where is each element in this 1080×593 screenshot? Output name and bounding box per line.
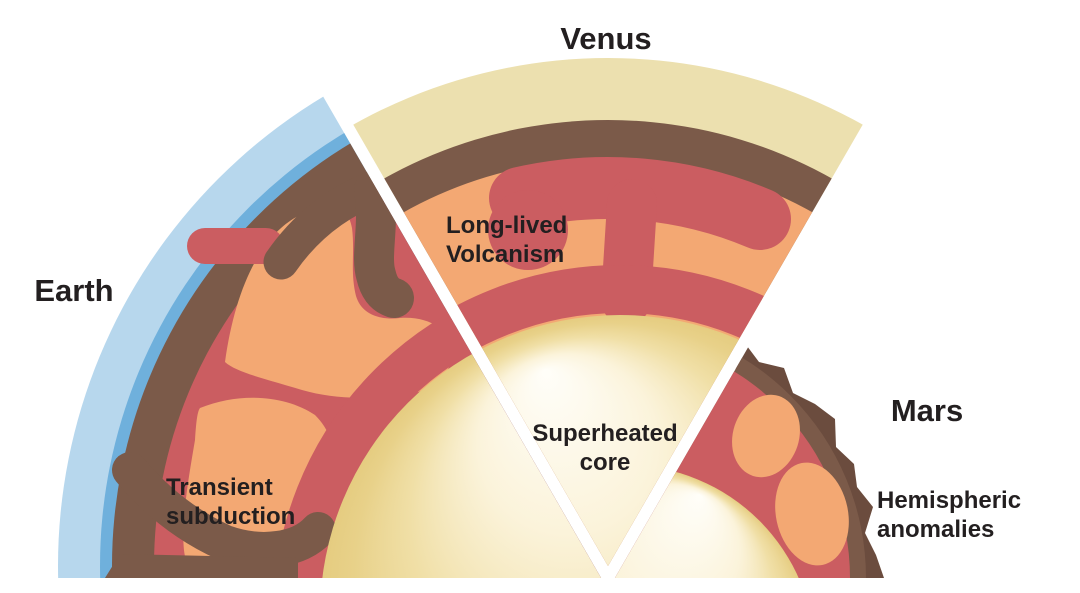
bottom-cut-mask <box>0 578 1080 593</box>
mars-wedge <box>613 320 884 583</box>
earth-subducting-slab <box>354 170 414 318</box>
core-label-line2: core <box>580 449 631 476</box>
venus-feature-label-line2: Volcanism <box>446 241 564 268</box>
core-label-line1: Superheated <box>532 420 677 447</box>
venus-feature-label-line1: Long-lived <box>446 212 567 239</box>
mars-feature-label-line1: Hemispheric <box>877 487 1021 514</box>
mars-mantle-blob-upper <box>732 394 800 478</box>
venus-plume-head-bulge <box>488 190 568 270</box>
mars-mantle-red-layer <box>613 336 850 583</box>
venus-core-boundary-red <box>276 265 940 566</box>
mars-label: Mars <box>891 393 963 428</box>
mars-mantle-blob-lower <box>775 462 849 566</box>
superheated-core-earth-side <box>320 315 603 583</box>
earth-slab-foot <box>112 452 336 568</box>
earth-label: Earth <box>34 273 113 308</box>
earth-wedge <box>58 18 603 583</box>
earth-slab-foot-base <box>105 554 298 578</box>
mars-core <box>613 465 815 583</box>
earth-feature-label-line2: subduction <box>166 503 295 530</box>
earth-feature-label-line1: Transient <box>166 474 273 501</box>
venus-label: Venus <box>560 21 651 56</box>
mars-feature-label-line2: anomalies <box>877 516 994 543</box>
